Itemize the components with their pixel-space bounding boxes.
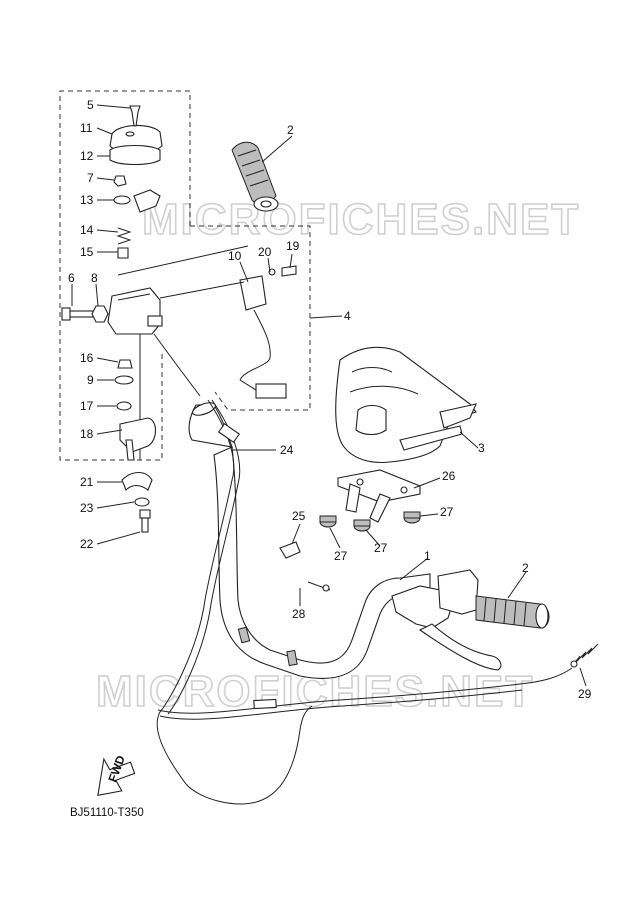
left-grip (231, 141, 279, 212)
bolt-22 (139, 509, 151, 533)
collar-15 (117, 247, 129, 259)
bracket-18 (119, 417, 157, 461)
fwd-arrow: FWD (97, 753, 136, 796)
callout-10: 10 (228, 249, 242, 263)
visor-cover (335, 346, 477, 464)
callout-3: 3 (478, 441, 485, 455)
bolt-6 (61, 307, 95, 321)
callout-20: 20 (258, 245, 272, 259)
nut-16 (117, 359, 133, 369)
damper-rubbers (319, 511, 421, 532)
leader-lines (71, 104, 587, 687)
washer-9 (114, 375, 134, 385)
callouts: 5 11 12 7 13 14 15 6 8 16 9 17 18 21 23 … (68, 98, 592, 701)
callout-2-top: 2 (287, 123, 294, 137)
brake-lever (391, 569, 502, 671)
callout-19: 19 (286, 239, 300, 253)
screw-5 (129, 105, 141, 127)
callout-23: 23 (80, 501, 94, 515)
callout-28: 28 (292, 607, 306, 621)
callout-7: 7 (87, 171, 94, 185)
callout-26: 26 (442, 469, 456, 483)
washer-17 (116, 401, 132, 411)
handlebar-switch (239, 265, 297, 399)
guide-line-upper (117, 245, 249, 276)
right-grip (475, 595, 550, 629)
callout-8: 8 (91, 271, 98, 285)
washer-13 (113, 189, 161, 213)
group-box-switch (190, 225, 311, 411)
callout-29: 29 (578, 687, 592, 701)
callout-16: 16 (80, 351, 94, 365)
callout-4: 4 (344, 309, 351, 323)
callout-13: 13 (80, 193, 94, 207)
nut-7 (113, 175, 127, 187)
callout-22: 22 (80, 537, 94, 551)
callout-2-right: 2 (522, 561, 529, 575)
spring (570, 643, 599, 668)
cable-adjuster (217, 422, 241, 444)
spring-14 (116, 227, 132, 245)
bracket (337, 469, 421, 523)
diagram-code: BJ51110-T350 (70, 807, 144, 819)
callout-17: 17 (80, 399, 94, 413)
throttle-cable (156, 399, 313, 805)
clamp-21 (121, 471, 153, 491)
callout-5: 5 (87, 98, 94, 112)
callout-27-right: 27 (440, 505, 454, 519)
callout-25: 25 (292, 509, 306, 523)
callout-12: 12 (80, 149, 94, 163)
nut-8 (91, 305, 109, 323)
callout-24: 24 (280, 443, 294, 457)
group-box-left (59, 90, 191, 461)
gasket-12 (109, 144, 161, 166)
clamp-25 (279, 541, 301, 559)
callout-9: 9 (87, 373, 94, 387)
washer-23 (134, 497, 150, 507)
throttle-housing (107, 287, 163, 335)
callout-21: 21 (80, 475, 94, 489)
callout-11: 11 (80, 121, 93, 135)
handlebar (188, 402, 431, 680)
callout-18: 18 (80, 427, 94, 441)
brake-cable (157, 667, 573, 714)
callout-27-middle: 27 (374, 541, 388, 555)
callout-14: 14 (80, 223, 94, 237)
callout-6: 6 (68, 271, 75, 285)
callout-15: 15 (80, 245, 94, 259)
callout-1: 1 (424, 549, 431, 563)
callout-27-left: 27 (334, 549, 348, 563)
watermark-top: MICROFICHES.NET (142, 195, 580, 244)
